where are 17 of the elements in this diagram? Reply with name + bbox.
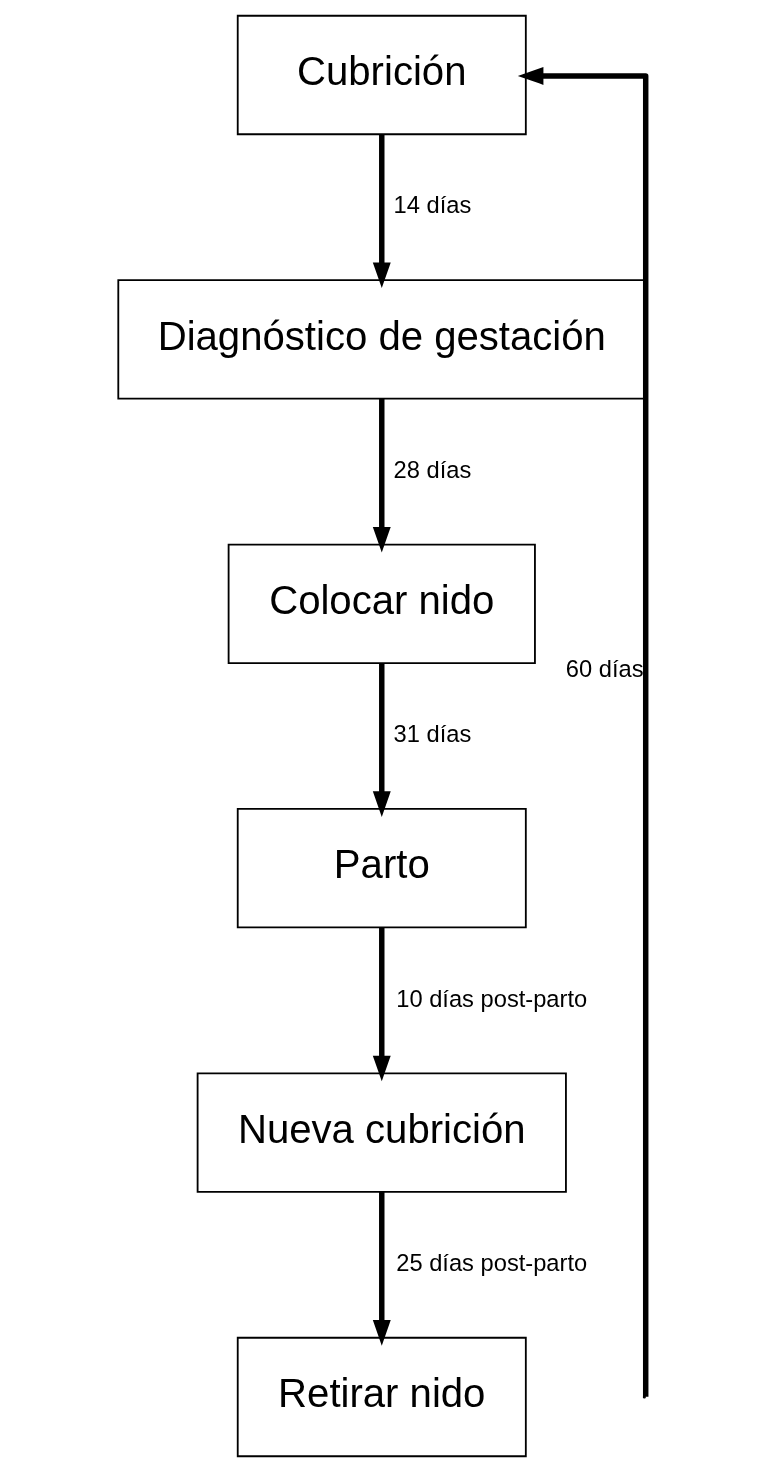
edge-label: 10 días post-parto xyxy=(395,985,587,1012)
arrow xyxy=(372,1191,391,1346)
node-box: Retirar nido xyxy=(236,1336,527,1458)
edge-label: 60 días xyxy=(565,656,644,683)
node-box: Nueva cubrición xyxy=(196,1072,567,1193)
node-box: Parto xyxy=(236,808,527,929)
node-box: Cubrición xyxy=(236,14,527,136)
arrow xyxy=(372,927,391,1082)
arrow xyxy=(372,398,391,553)
edge-label: 28 días xyxy=(393,456,471,483)
arrow xyxy=(372,663,391,817)
arrow xyxy=(372,134,391,289)
edge-label: 25 días post-parto xyxy=(395,1249,587,1276)
node-box: Colocar nido xyxy=(227,543,536,664)
node-box: Diagnóstico de gestación xyxy=(116,279,646,400)
edge-label: 14 días xyxy=(393,192,471,219)
edge-label: 31 días xyxy=(393,721,471,748)
